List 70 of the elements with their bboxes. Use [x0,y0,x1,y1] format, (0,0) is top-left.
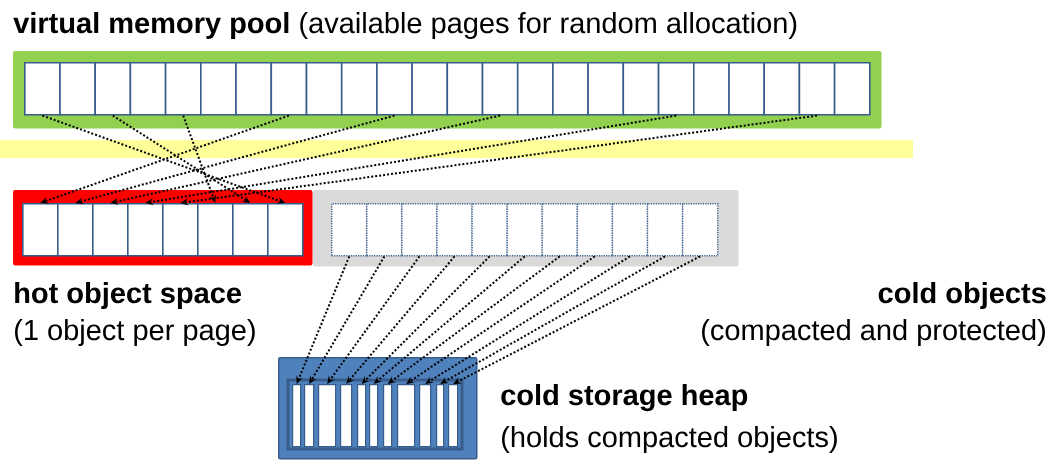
storage-slot [419,384,432,448]
page-cell [164,62,202,116]
page-cell [340,62,378,116]
page-cell [162,203,199,257]
dotted-arrow [182,114,216,203]
storage-slot [436,384,445,448]
page-cell [587,62,625,116]
page-cell [92,203,129,257]
heading: cold objects [878,282,1046,309]
page-cell [541,203,578,257]
page-cell [646,203,684,257]
page-cell [22,203,59,257]
page-cell [763,62,801,116]
description: (compacted and protected) [702,319,1045,346]
storage-slot [369,384,379,448]
description: (1 object per page) [15,319,255,346]
storage-slot [304,384,315,448]
page-cell [270,62,308,116]
page-cell [94,62,132,116]
heading: virtual memory pool (available pages for random allocation) [13,12,797,39]
page-cell [506,203,543,257]
page-cell [197,203,234,257]
heading: cold storage heap [501,384,748,412]
dotted-arrow [406,255,596,384]
page-cell [305,62,343,116]
page-cell [657,62,695,116]
dotted-arrow [425,255,631,384]
storage-slot [397,384,416,448]
page-cell [127,203,164,257]
dotted-arrow [346,255,456,384]
storage-slot [357,384,367,448]
page-cell [728,62,765,116]
storage-slot [318,384,337,448]
page-cell [446,62,484,116]
dotted-arrow [440,255,667,384]
page-cell [57,203,94,257]
page-cell [576,203,614,257]
page-cell [267,203,304,257]
page-cell [200,62,237,116]
page-cell [401,203,438,257]
page-cell [24,62,61,116]
dotted-arrow [453,255,702,384]
page-cell [798,62,836,116]
dotted-arrow [327,255,421,384]
page-cell [331,203,368,257]
description: (holds compacted objects) [502,426,837,453]
storage-slot [448,384,459,448]
page-cell [129,62,167,116]
storage-slot [383,384,393,448]
page-cell [693,62,730,116]
page-cell [411,62,449,116]
page-cell [516,62,554,116]
page-cell [436,203,473,257]
heading: hot object space [15,282,241,309]
page-cell [681,203,719,257]
page-cell [366,203,403,257]
page-cell [232,203,269,257]
storage-slot [292,384,302,448]
page-cell [235,62,272,116]
page-cell [471,203,508,257]
dotted-arrow [309,255,386,384]
page-cell [622,62,660,116]
storage-slot [340,384,353,448]
page-cell [376,62,413,116]
page-cell [481,62,519,116]
dotted-arrow [296,255,351,384]
page-cell [611,203,649,257]
page-cell [833,62,871,116]
page-cell [552,62,589,116]
page-cell [59,62,96,116]
